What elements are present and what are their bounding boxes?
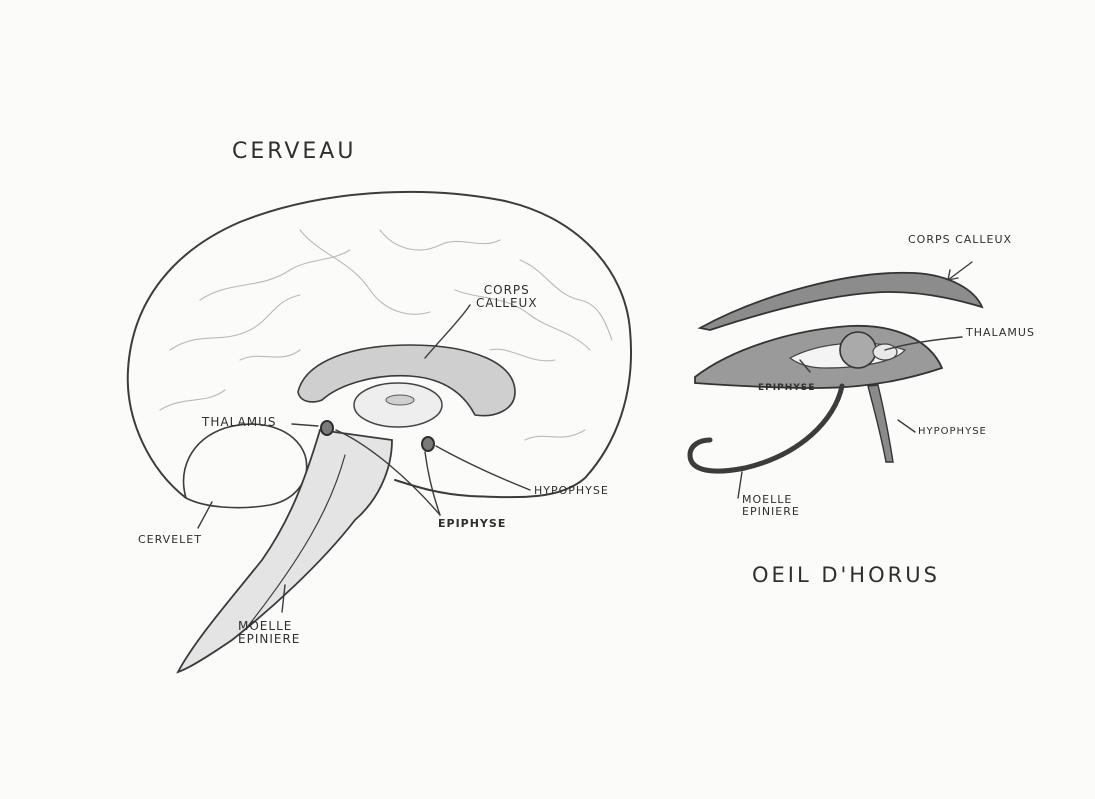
brain-label-corps-calleux-line2: CALLEUX	[476, 297, 538, 310]
horus-hypophyse-leader	[898, 420, 915, 432]
brain-label-cervelet: CERVELET	[138, 534, 202, 546]
horus-label-corps-calleux: CORPS CALLEUX	[908, 234, 1012, 246]
horus-label-moelle-epiniere: MOELLE EPINIERE	[742, 494, 800, 518]
horus-eyebrow	[700, 273, 982, 330]
cerebellum-shape	[184, 424, 307, 507]
horus-tear-line	[868, 385, 893, 462]
brain-label-hypophyse: HYPOPHYSE	[534, 485, 609, 497]
brain-sketch	[128, 192, 631, 672]
horus-label-epiphyse: EPIPHYSE	[758, 384, 815, 394]
horus-spiral-tail	[690, 386, 842, 471]
horus-corps-calleux-arrow	[948, 262, 972, 280]
brain-label-epiphyse: EPIPHYSE	[438, 518, 506, 530]
horus-label-moelle-line2: EPINIERE	[742, 506, 800, 518]
brain-label-moelle-epiniere: MOELLE EPINIERE	[238, 620, 300, 646]
brain-label-moelle-line2: EPINIERE	[238, 633, 300, 646]
horus-thalamus-oval	[873, 344, 897, 360]
horus-pupil	[840, 332, 876, 368]
horus-sketch	[690, 262, 982, 498]
horus-title: OEIL D'HORUS	[752, 564, 940, 587]
brain-title: CERVEAU	[232, 140, 356, 164]
brain-label-corps-calleux: CORPS CALLEUX	[476, 284, 538, 310]
cervelet-leader	[198, 502, 212, 528]
hypophyse-dot	[422, 437, 434, 451]
thalamus-leader	[292, 424, 318, 426]
epiphyse-dot	[321, 421, 333, 435]
horus-label-thalamus: THALAMUS	[966, 327, 1035, 339]
horus-label-hypophyse: HYPOPHYSE	[918, 426, 987, 437]
hypophyse-leader	[436, 446, 530, 490]
brain-label-thalamus: THALAMUS	[202, 416, 277, 429]
thalamus-core	[386, 395, 414, 405]
